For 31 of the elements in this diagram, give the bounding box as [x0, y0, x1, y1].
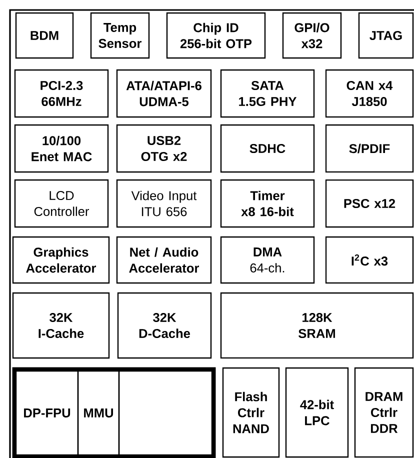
block-box: SATA 1.5G PHY: [220, 69, 315, 118]
block-box: Video Input ITU 656: [116, 179, 212, 228]
block-box: MMU: [77, 370, 120, 456]
block-box: DP-FPU: [15, 370, 79, 456]
block-box: USB2 OTG x2: [116, 124, 212, 173]
block-box: 32K D-Cache: [117, 292, 212, 359]
block-box: DMA 64-ch.: [220, 236, 315, 284]
block-box: SDHC: [220, 124, 315, 173]
block-box: ATA/ATAPI-6 UDMA-5: [116, 69, 212, 118]
block-box: PSC x12: [325, 179, 414, 228]
block-box: Temp Sensor: [90, 12, 150, 59]
block-box: CAN x4 J1850: [325, 69, 414, 118]
block-box: 10/100 Enet MAC: [14, 124, 109, 173]
block-box: PCI-2.3 66MHz: [14, 69, 109, 118]
empty-box: [118, 370, 213, 456]
block-box: Net / Audio Accelerator: [116, 236, 212, 284]
block-box: 32K I-Cache: [12, 292, 110, 359]
block-box: Timer x8 16-bit: [220, 179, 315, 228]
block-box: 128K SRAM: [220, 292, 414, 359]
block-box: GPI/O x32: [282, 12, 342, 59]
core-box: [12, 367, 216, 458]
block-box: 42-bit LPC: [285, 367, 349, 458]
block-box: Flash Ctrlr NAND: [222, 367, 280, 458]
block-box: DRAM Ctrlr DDR: [354, 367, 414, 458]
block-box: JTAG: [358, 12, 414, 59]
block-box: Graphics Accelerator: [12, 236, 110, 284]
block-box: Chip ID 256-bit OTP: [166, 12, 266, 59]
block-box: LCD Controller: [14, 179, 109, 228]
block-box: I$^{2}$C x3: [325, 236, 414, 284]
block-box: BDM: [15, 12, 74, 59]
block-box: S/PDIF: [325, 124, 414, 173]
